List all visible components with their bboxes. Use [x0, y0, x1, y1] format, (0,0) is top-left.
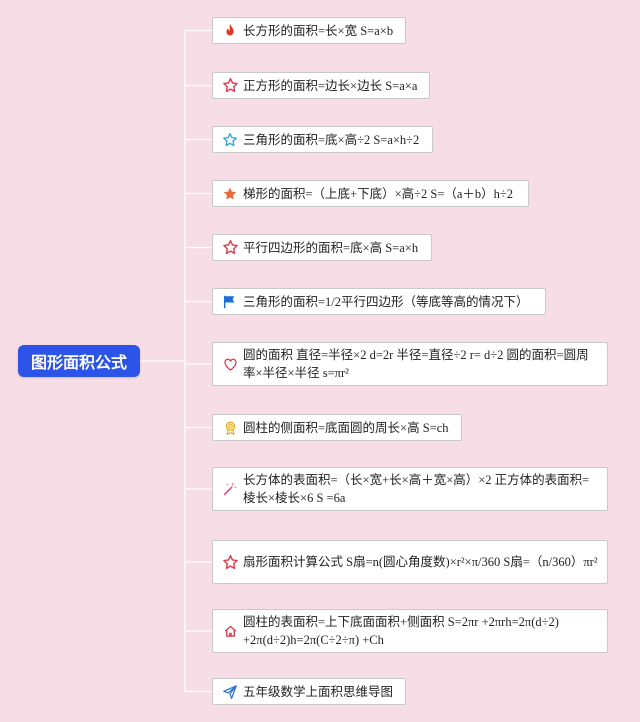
topic-text: 三角形的面积=1/2平行四边形（等底等高的情况下） [243, 294, 529, 309]
topic-node-rectangle[interactable]: 长方形的面积=长×宽 S=a×b [212, 17, 406, 44]
flag-icon [221, 293, 239, 311]
topic-node-sector[interactable]: 扇形面积计算公式 S扇=n(圆心角度数)×r²×π/360 S扇=（n/360）… [212, 540, 608, 584]
star-outline-red-icon [221, 239, 239, 257]
topic-node-cylinder-lateral[interactable]: 圆柱的侧面积=底面圆的周长×高 S=ch [212, 414, 462, 441]
topic-text: 圆的面积 直径=半径×2 d=2r 半径=直径÷2 r= d÷2 圆的面积=圆周… [243, 348, 589, 380]
topic-node-cylinder-surface[interactable]: 圆柱的表面积=上下底面面积+侧面积 S=2πr +2πrh=2π(d÷2) +2… [212, 609, 608, 653]
topic-text: 长方体的表面积=（长×宽+长×高＋宽×高）×2 正方体的表面积=棱长×棱长×6 … [243, 473, 590, 505]
paper-plane-icon [221, 683, 239, 701]
topic-node-triangle[interactable]: 三角形的面积=底×高÷2 S=a×h÷2 [212, 126, 433, 153]
topic-text: 长方形的面积=长×宽 S=a×b [243, 23, 394, 38]
root-topic-label: 图形面积公式 [30, 355, 127, 372]
star-outline-red-icon [221, 553, 239, 571]
topic-node-triangle-half[interactable]: 三角形的面积=1/2平行四边形（等底等高的情况下） [212, 288, 546, 315]
topic-text: 三角形的面积=底×高÷2 S=a×h÷2 [243, 132, 420, 147]
topic-node-mindmap-title[interactable]: 五年级数学上面积思维导图 [212, 678, 406, 705]
topic-text: 平行四边形的面积=底×高 S=a×h [243, 240, 419, 255]
award-icon [221, 419, 239, 437]
topic-node-cuboid[interactable]: 长方体的表面积=（长×宽+长×高＋宽×高）×2 正方体的表面积=棱长×棱长×6 … [212, 467, 608, 511]
heart-icon [221, 355, 239, 373]
home-icon [221, 622, 239, 640]
topic-text: 五年级数学上面积思维导图 [243, 684, 394, 699]
root-topic[interactable]: 图形面积公式 [18, 345, 140, 377]
topic-text: 圆柱的表面积=上下底面面积+侧面积 S=2πr +2πrh=2π(d÷2) +2… [243, 615, 559, 647]
magic-wand-icon [221, 480, 239, 498]
topic-text: 扇形面积计算公式 S扇=n(圆心角度数)×r²×π/360 S扇=（n/360）… [243, 555, 598, 569]
topic-text: 正方形的面积=边长×边长 S=a×a [243, 78, 418, 93]
fire-icon [221, 22, 239, 40]
star-outline-red-icon [221, 77, 239, 95]
topic-node-circle[interactable]: 圆的面积 直径=半径×2 d=2r 半径=直径÷2 r= d÷2 圆的面积=圆周… [212, 342, 608, 386]
topic-node-trapezoid[interactable]: 梯形的面积=（上底+下底）×高÷2 S=（a＋b）h÷2 [212, 180, 529, 207]
star-outline-blue-icon [221, 131, 239, 149]
topic-node-square[interactable]: 正方形的面积=边长×边长 S=a×a [212, 72, 430, 99]
topic-node-parallelogram[interactable]: 平行四边形的面积=底×高 S=a×h [212, 234, 432, 261]
topic-text: 梯形的面积=（上底+下底）×高÷2 S=（a＋b）h÷2 [243, 186, 514, 201]
topic-text: 圆柱的侧面积=底面圆的周长×高 S=ch [243, 420, 449, 435]
star-filled-orange-icon [221, 185, 239, 203]
